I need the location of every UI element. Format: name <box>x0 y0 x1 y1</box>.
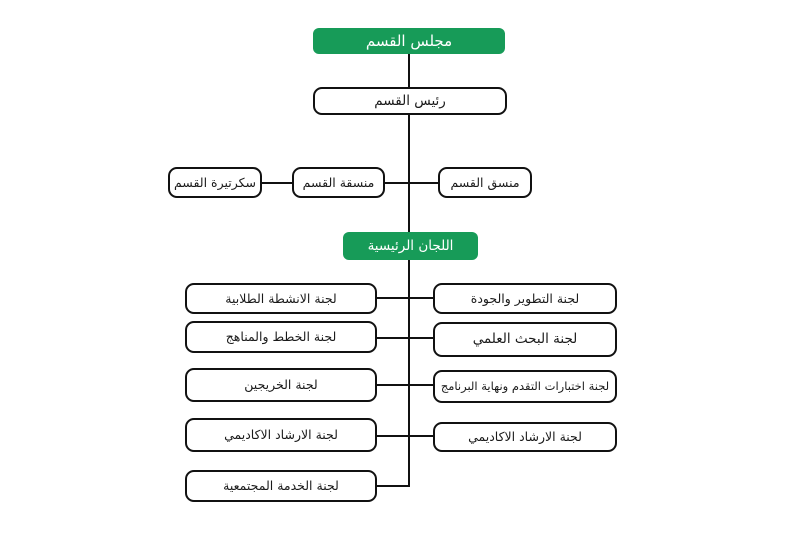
node-main-committees-header: اللجان الرئيسية <box>343 232 478 260</box>
connector-row-1 <box>377 297 433 299</box>
node-committee-progress-exams: لجنة اختبارات التقدم ونهاية البرنامج <box>433 370 617 403</box>
connector-council-to-head <box>408 53 410 87</box>
node-committee-plans-curricula: لجنة الخطط والمناهج <box>185 321 377 353</box>
connector-secretary-to-coordinator <box>262 182 292 184</box>
node-department-coordinator-male: منسق القسم <box>438 167 532 198</box>
node-department-secretary: سكرتيرة القسم <box>168 167 262 198</box>
node-department-head: رئيس القسم <box>313 87 507 115</box>
connector-head-to-committees <box>408 115 410 232</box>
connector-row-5 <box>377 485 410 487</box>
connector-row-2 <box>377 337 433 339</box>
node-committee-scientific-research: لجنة البحث العلمي <box>433 322 617 357</box>
connector-committees-spine <box>408 260 410 487</box>
node-committee-community-service: لجنة الخدمة المجتمعية <box>185 470 377 502</box>
node-department-coordinator-female: منسقة القسم <box>292 167 385 198</box>
node-committee-academic-advising-right: لجنة الارشاد الاكاديمي <box>433 422 617 452</box>
node-committee-development-quality: لجنة التطوير والجودة <box>433 283 617 314</box>
connector-coordinator-cross <box>385 182 438 184</box>
node-committee-student-activities: لجنة الانشطة الطلابية <box>185 283 377 314</box>
node-committee-academic-advising-left: لجنة الارشاد الاكاديمي <box>185 418 377 452</box>
connector-row-3 <box>377 384 433 386</box>
connector-row-4 <box>377 435 433 437</box>
node-committee-graduates: لجنة الخريجين <box>185 368 377 402</box>
node-department-council: مجلس القسم <box>313 28 505 54</box>
